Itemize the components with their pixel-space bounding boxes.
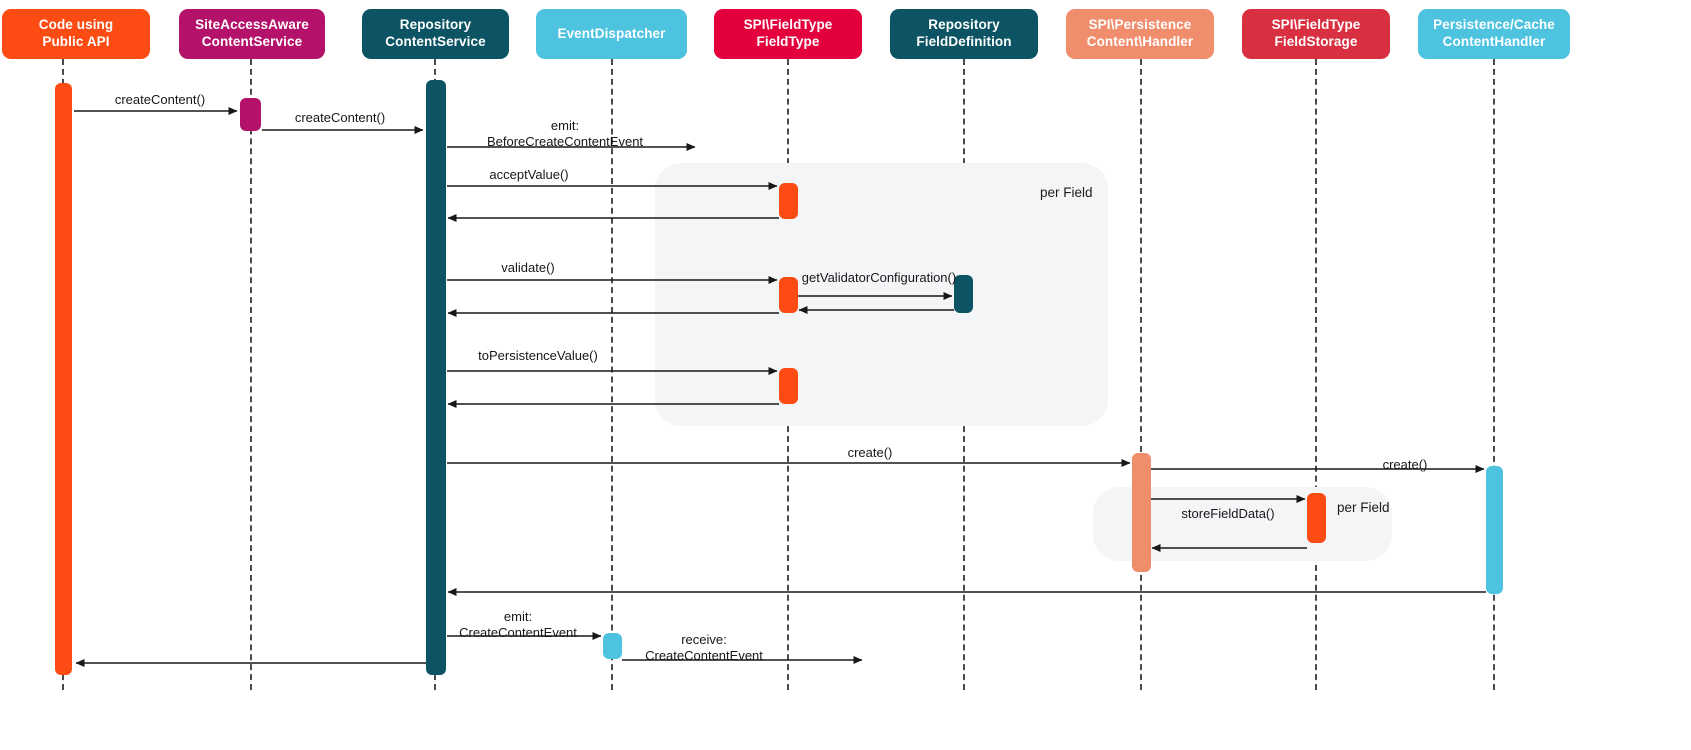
msg-emit-createcontentevent-label: emit: CreateContentEvent [459, 609, 577, 641]
act-cache-contenthandler [1486, 466, 1503, 594]
act-public-api [55, 83, 72, 675]
fragment-per-field-upper-label: per Field [1040, 185, 1093, 200]
msg-create-handler-label: create() [847, 445, 893, 460]
act-event-dispatcher [603, 633, 622, 659]
participant-label: SPI\FieldType FieldType [743, 17, 833, 49]
msg-acceptvalue-label: acceptValue() [489, 167, 569, 182]
participant-label: Persistence/Cache ContentHandler [1433, 17, 1555, 49]
lifeline-spi-fieldtype-fieldstorage [1315, 59, 1317, 690]
participant-label: Code using Public API [38, 17, 114, 49]
act-repository-contentservice [426, 80, 446, 675]
lifeline-spi-persistence-content-handler [1140, 59, 1142, 690]
participant-label: SiteAccessAware ContentService [195, 17, 309, 49]
act-persistence-handler [1132, 453, 1151, 572]
participant-siteaccessaware-contentservice[interactable]: SiteAccessAware ContentService [179, 9, 325, 59]
msg-create-cache-label: create() [1382, 457, 1428, 472]
act-fielddefinition [954, 275, 973, 313]
participant-spi-fieldtype-fieldstorage[interactable]: SPI\FieldType FieldStorage [1242, 9, 1390, 59]
act-siteaccessaware [240, 98, 261, 131]
msg-storefielddata-label: storeFieldData() [1181, 506, 1275, 521]
participant-label: SPI\Persistence Content\Handler [1086, 17, 1194, 49]
act-fieldtype-accept [779, 183, 798, 219]
act-fieldtype-validate [779, 277, 798, 313]
act-fieldtype-topersistence [779, 368, 798, 404]
lifeline-event-dispatcher [611, 59, 613, 690]
fragment-per-field-lower-label: per Field [1337, 500, 1390, 515]
fragment-per-field-upper [655, 163, 1108, 426]
msg-topersistencevalue-label: toPersistenceValue() [478, 348, 598, 363]
participant-repository-fielddefinition[interactable]: Repository FieldDefinition [890, 9, 1038, 59]
participant-spi-fieldtype-fieldtype[interactable]: SPI\FieldType FieldType [714, 9, 862, 59]
msg-receive-createcontentevent-label: receive: CreateContentEvent [645, 632, 763, 664]
participant-repository-contentservice[interactable]: Repository ContentService [362, 9, 509, 59]
participant-event-dispatcher[interactable]: EventDispatcher [536, 9, 687, 59]
participant-label: EventDispatcher [557, 25, 666, 41]
msg-validate-label: validate() [501, 260, 555, 275]
lifeline-siteaccessaware-contentservice [250, 59, 252, 690]
msg-createcontent-2-label: createContent() [294, 110, 386, 125]
participant-public-api[interactable]: Code using Public API [2, 9, 150, 59]
participant-spi-persistence-content-handler[interactable]: SPI\Persistence Content\Handler [1066, 9, 1214, 59]
act-fieldstorage [1307, 493, 1326, 543]
lifeline-persistence-cache-contenthandler [1493, 59, 1495, 690]
participant-persistence-cache-contenthandler[interactable]: Persistence/Cache ContentHandler [1418, 9, 1570, 59]
msg-emit-beforecreatecontentevent-label: emit: BeforeCreateContentEvent [486, 118, 644, 150]
msg-getvalidatorconfiguration-label: getValidatorConfiguration() [801, 270, 957, 285]
participant-label: Repository ContentService [385, 17, 486, 49]
participant-label: Repository FieldDefinition [916, 17, 1012, 49]
msg-createcontent-1-label: createContent() [114, 92, 206, 107]
participant-label: SPI\FieldType FieldStorage [1271, 17, 1361, 49]
